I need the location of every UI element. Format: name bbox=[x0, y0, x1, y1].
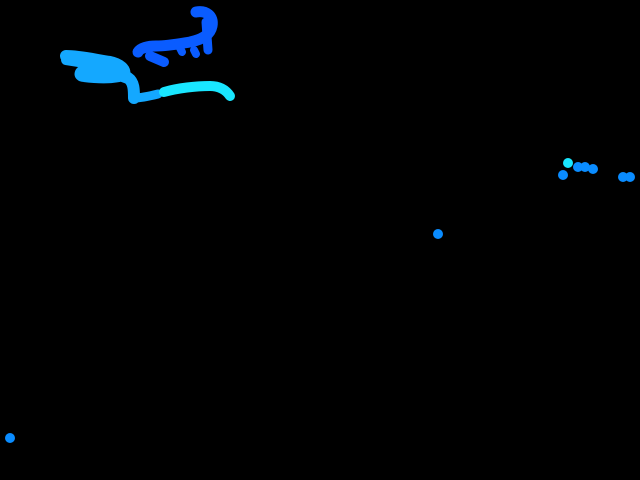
dot-right-cyan bbox=[563, 158, 573, 168]
dot-right-cluster bbox=[558, 162, 598, 180]
dot-right-edge bbox=[618, 172, 635, 182]
stroke-cyan-trail bbox=[159, 81, 235, 101]
stroke-dark-blue-upper bbox=[132, 6, 218, 67]
stroke-light-blue-left bbox=[60, 50, 163, 104]
dot-bottom-left bbox=[5, 433, 15, 443]
dot-center bbox=[433, 229, 443, 239]
